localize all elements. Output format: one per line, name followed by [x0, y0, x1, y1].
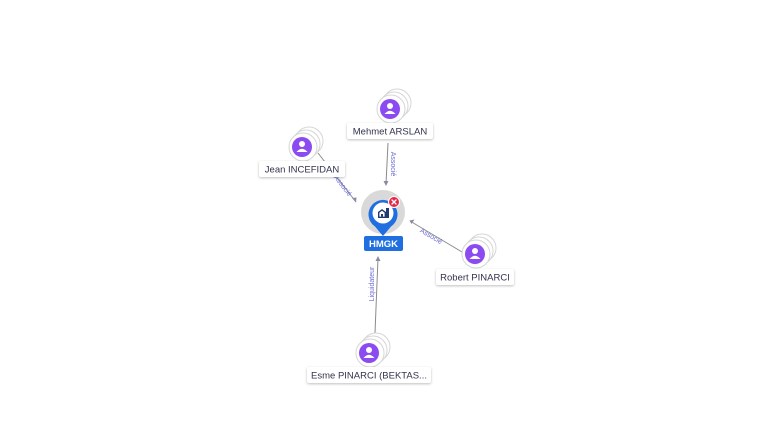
edge-robert[interactable]: Associé [409, 219, 463, 253]
building-icon [378, 208, 389, 218]
edge-jean[interactable]: Associé [317, 152, 357, 203]
edge-label-robert: Associé [418, 227, 443, 246]
node-name-robert: Robert PINARCI [440, 273, 510, 284]
person-icon [292, 137, 312, 157]
node-company[interactable]: HMGK [361, 190, 405, 251]
edge-label-mehmet: Associé [389, 152, 396, 177]
company-label: HMGK [369, 239, 398, 250]
edge-mehmet[interactable]: Associé [383, 142, 397, 186]
edge-label-esme: Liquidateur [369, 266, 376, 301]
node-robert[interactable]: Robert PINARCI [436, 233, 514, 285]
node-jean[interactable]: Jean INCEFIDAN [259, 126, 345, 177]
close-icon[interactable] [388, 196, 400, 208]
node-name-mehmet: Mehmet ARSLAN [353, 127, 428, 138]
node-name-jean: Jean INCEFIDAN [265, 165, 340, 176]
node-esme[interactable]: Esme PINARCI (BEKTAS... [307, 332, 431, 383]
edge-label-jean: Associé [332, 174, 353, 198]
person-icon [465, 244, 485, 264]
node-name-esme: Esme PINARCI (BEKTAS... [311, 371, 427, 382]
person-icon [359, 343, 379, 363]
company-label-box [364, 236, 403, 251]
node-mehmet[interactable]: Mehmet ARSLAN [347, 88, 433, 139]
edge-esme[interactable]: Liquidateur [369, 256, 381, 334]
person-icon [380, 99, 400, 119]
